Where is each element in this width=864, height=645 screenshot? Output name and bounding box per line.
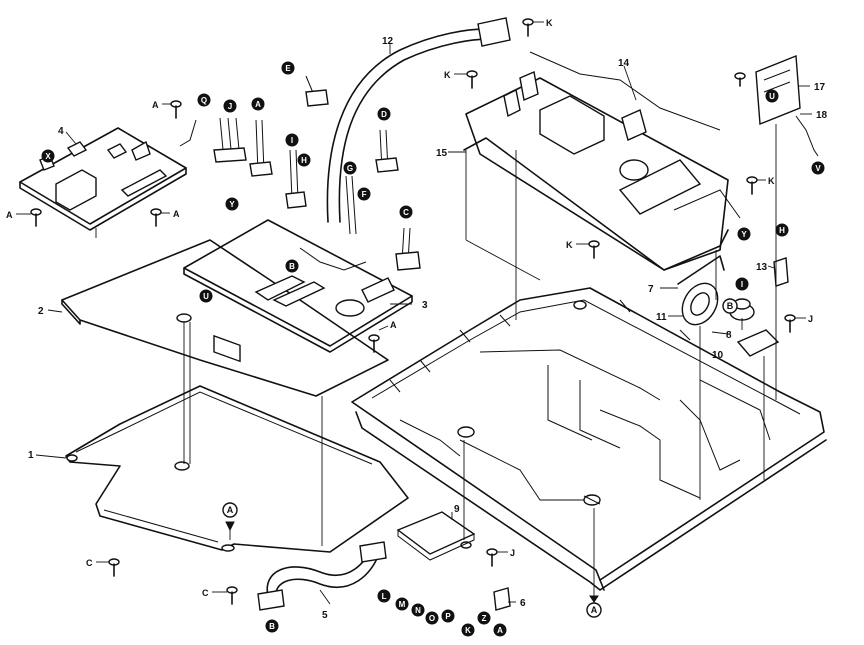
screw-label-j1: J [808, 314, 813, 324]
small-pcb-4 [19, 127, 187, 231]
bubble-j: J [228, 102, 232, 111]
label-17: 17 [814, 82, 826, 93]
bubble-h: H [301, 156, 307, 165]
shield-plate [65, 385, 472, 553]
screw-label-c1: C [86, 558, 93, 568]
bubble-z: Z [482, 614, 487, 623]
bubble-a-top: A [255, 100, 261, 109]
label-2: 2 [38, 306, 44, 317]
label-4: 4 [58, 126, 64, 137]
bubble-i2: I [741, 280, 743, 289]
bubble-n: N [415, 606, 421, 615]
bubble-d: D [381, 110, 387, 119]
label-13: 13 [756, 262, 768, 273]
label-12: 12 [382, 36, 394, 47]
label-3: 3 [422, 300, 428, 311]
ref-a-shield: A [227, 505, 234, 515]
label-5: 5 [322, 610, 328, 621]
screw-label-a4: A [390, 320, 397, 330]
label-18: 18 [816, 110, 828, 121]
bubble-g: G [347, 164, 353, 173]
screw-letter-labels: A A A A K K K K C C J J [6, 18, 813, 598]
screw-label-c2: C [202, 588, 209, 598]
bubble-b-top: B [289, 262, 295, 271]
bubble-o: O [429, 614, 435, 623]
label-6: 6 [520, 598, 526, 609]
reference-circles: A A B [222, 298, 738, 618]
power-pcb-14 [463, 51, 741, 271]
label-1: 1 [28, 450, 34, 461]
label-11: 11 [656, 312, 667, 323]
screw-label-k4: K [566, 240, 573, 250]
connector-bubbles: E J A Q I H D G F C Y B U X U V Y H I B … [41, 61, 825, 637]
label-14: 14 [618, 58, 630, 69]
board-9 [396, 511, 476, 561]
label-10: 10 [712, 350, 724, 361]
screw-label-j2: J [510, 548, 515, 558]
bubble-u2: U [769, 92, 775, 101]
bubble-a-bot: A [497, 626, 503, 635]
cable-5 [257, 541, 387, 611]
bubble-u1: U [203, 292, 209, 301]
connector-6 [493, 587, 511, 611]
bubble-c: C [403, 208, 409, 217]
bubble-x: X [45, 152, 51, 161]
screws [30, 18, 796, 605]
screw-label-a2: A [6, 210, 13, 220]
bubble-y1: Y [229, 200, 235, 209]
chassis-bottom-case [351, 287, 827, 591]
spring-7 [677, 255, 725, 285]
wire-harnesses [179, 75, 819, 271]
bubble-e: E [285, 64, 291, 73]
ref-a-chassis: A [591, 605, 598, 615]
part-number-labels: 1 2 3 4 5 6 7 8 9 10 11 12 13 14 15 17 1… [28, 36, 828, 621]
label-15: 15 [436, 148, 448, 159]
flat-cable-12 [326, 17, 511, 223]
label-9: 9 [454, 504, 460, 515]
bubble-f: F [362, 190, 367, 199]
screw-label-k1: K [546, 18, 553, 28]
screw-label-a3: A [173, 209, 180, 219]
bubble-b-bottom: B [269, 622, 275, 631]
ref-b-right: B [727, 301, 734, 311]
switch-10 [736, 329, 780, 357]
sub-pcb-3 [183, 219, 413, 363]
main-pcb-2 [61, 239, 389, 397]
bubble-y2: Y [741, 230, 747, 239]
bubble-i: I [291, 136, 293, 145]
bubble-k: K [465, 626, 471, 635]
bubble-q: Q [201, 96, 207, 105]
leader-lines [95, 124, 777, 600]
bubble-h2: H [779, 226, 785, 235]
screw-label-k2: K [444, 70, 451, 80]
label-8: 8 [726, 330, 732, 341]
bubble-p: P [445, 612, 451, 621]
board-17 [755, 54, 801, 126]
bubble-l: L [382, 592, 387, 601]
speaker-11 [681, 282, 719, 326]
bubble-v: V [815, 164, 821, 173]
bubble-m: M [399, 600, 406, 609]
bracket-13 [773, 257, 789, 287]
screw-label-a1: A [152, 100, 159, 110]
label-7: 7 [648, 284, 654, 295]
screw-label-k3: K [768, 176, 775, 186]
